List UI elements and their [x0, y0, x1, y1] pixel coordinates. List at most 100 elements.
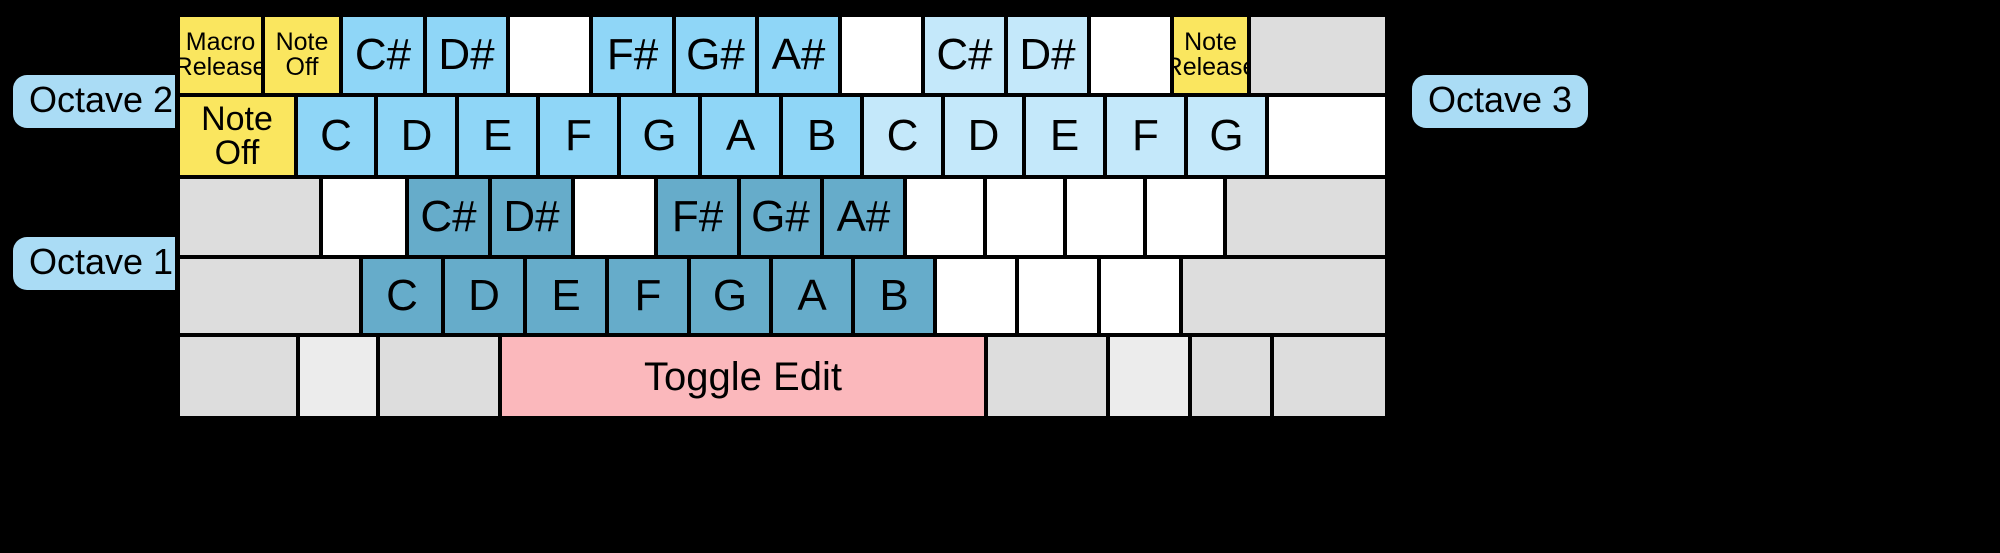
key-label: C	[386, 271, 418, 320]
key-label: A	[725, 111, 756, 160]
key-asharp[interactable]: A#	[822, 177, 905, 257]
key-number-row-8[interactable]	[840, 15, 923, 95]
key-f[interactable]: F	[1105, 95, 1186, 177]
key-note-off[interactable]: Note Off	[263, 15, 341, 95]
key-b[interactable]: B	[853, 257, 935, 335]
key-asdf-row-8[interactable]	[905, 177, 985, 257]
key-number-row-4[interactable]	[508, 15, 591, 95]
key-label: F#	[671, 192, 724, 241]
key-g[interactable]: G	[619, 95, 700, 177]
key-number-row-11[interactable]	[1089, 15, 1172, 95]
key-label: A#	[771, 30, 826, 79]
key-label: Toggle Edit	[644, 354, 842, 399]
key-zxcv-row-8[interactable]	[935, 257, 1017, 335]
key-label: A#	[836, 192, 891, 241]
key-label: E	[1049, 111, 1080, 160]
key-a[interactable]: A	[771, 257, 853, 335]
key-label: Note Release	[1174, 28, 1247, 81]
key-space-row-1[interactable]	[298, 335, 378, 418]
key-space-row-4[interactable]	[986, 335, 1108, 418]
key-label: F#	[606, 30, 659, 79]
key-label: E	[551, 271, 581, 320]
key-label: Note Off	[275, 28, 329, 81]
key-label: D	[468, 271, 500, 320]
key-zxcv-row-10[interactable]	[1099, 257, 1181, 335]
keyboard-row-space-row: Toggle Edit	[178, 335, 1387, 418]
key-label: Macro Release	[178, 28, 263, 81]
key-asdf-row-10[interactable]	[1065, 177, 1145, 257]
key-macro-release[interactable]: Macro Release	[178, 15, 263, 95]
key-a[interactable]: A	[700, 95, 781, 177]
key-d[interactable]: D	[376, 95, 457, 177]
key-f[interactable]: F	[607, 257, 689, 335]
octave-2-label: Octave 2	[13, 75, 190, 128]
key-qwerty-row-13[interactable]	[1267, 95, 1387, 177]
key-gsharp[interactable]: G#	[674, 15, 757, 95]
key-asdf-row-12[interactable]	[1225, 177, 1387, 257]
key-label: D#	[438, 30, 495, 79]
key-asharp[interactable]: A#	[757, 15, 840, 95]
key-gsharp[interactable]: G#	[739, 177, 822, 257]
key-label: D	[967, 111, 1000, 160]
key-b[interactable]: B	[781, 95, 862, 177]
key-fsharp[interactable]: F#	[591, 15, 674, 95]
key-e[interactable]: E	[1024, 95, 1105, 177]
keyboard-row-asdf-row: C# D# F# G# A#	[178, 177, 1387, 257]
key-label: B	[806, 111, 837, 160]
octave-3-label: Octave 3	[1412, 75, 1589, 128]
octave-1-label: Octave 1	[13, 237, 190, 290]
key-csharp[interactable]: C#	[341, 15, 425, 95]
key-space-row-6[interactable]	[1190, 335, 1272, 418]
key-label: D#	[1019, 30, 1076, 79]
key-label: A	[797, 271, 827, 320]
key-space-row-2[interactable]	[378, 335, 500, 418]
key-label: C#	[354, 30, 412, 79]
key-space-row-7[interactable]	[1272, 335, 1387, 418]
key-zxcv-row-9[interactable]	[1017, 257, 1099, 335]
key-asdf-row-11[interactable]	[1145, 177, 1225, 257]
key-toggle-edit[interactable]: Toggle Edit	[500, 335, 986, 418]
key-label: F	[1132, 111, 1159, 160]
key-g[interactable]: G	[689, 257, 771, 335]
key-g[interactable]: G	[1186, 95, 1267, 177]
key-space-row-5[interactable]	[1108, 335, 1190, 418]
key-dsharp[interactable]: D#	[1006, 15, 1089, 95]
key-label: F	[565, 111, 592, 160]
key-asdf-row-4[interactable]	[573, 177, 656, 257]
key-c[interactable]: C	[862, 95, 943, 177]
key-dsharp[interactable]: D#	[490, 177, 573, 257]
key-label: G	[1209, 111, 1244, 160]
key-label: C	[320, 111, 352, 160]
key-d[interactable]: D	[443, 257, 525, 335]
key-label: E	[482, 111, 513, 160]
key-asdf-row-1[interactable]	[321, 177, 407, 257]
key-zxcv-row-0[interactable]	[178, 257, 361, 335]
key-asdf-row-9[interactable]	[985, 177, 1065, 257]
key-note-off[interactable]: Note Off	[178, 95, 296, 177]
key-c[interactable]: C	[361, 257, 443, 335]
key-label: F	[634, 271, 662, 320]
key-label: G	[642, 111, 677, 160]
key-asdf-row-0[interactable]	[178, 177, 321, 257]
key-d[interactable]: D	[943, 95, 1024, 177]
key-number-row-13[interactable]	[1249, 15, 1387, 95]
key-label: G	[712, 271, 748, 320]
key-e[interactable]: E	[457, 95, 538, 177]
key-fsharp[interactable]: F#	[656, 177, 739, 257]
key-note-release[interactable]: Note Release	[1172, 15, 1249, 95]
key-e[interactable]: E	[525, 257, 607, 335]
key-c[interactable]: C	[296, 95, 376, 177]
key-label: C#	[936, 30, 993, 79]
key-dsharp[interactable]: D#	[425, 15, 508, 95]
key-zxcv-row-11[interactable]	[1181, 257, 1387, 335]
key-csharp[interactable]: C#	[407, 177, 490, 257]
key-label: D#	[503, 192, 560, 241]
key-label: C#	[420, 192, 477, 241]
key-f[interactable]: F	[538, 95, 619, 177]
key-csharp[interactable]: C#	[923, 15, 1006, 95]
key-space-row-0[interactable]	[178, 335, 298, 418]
